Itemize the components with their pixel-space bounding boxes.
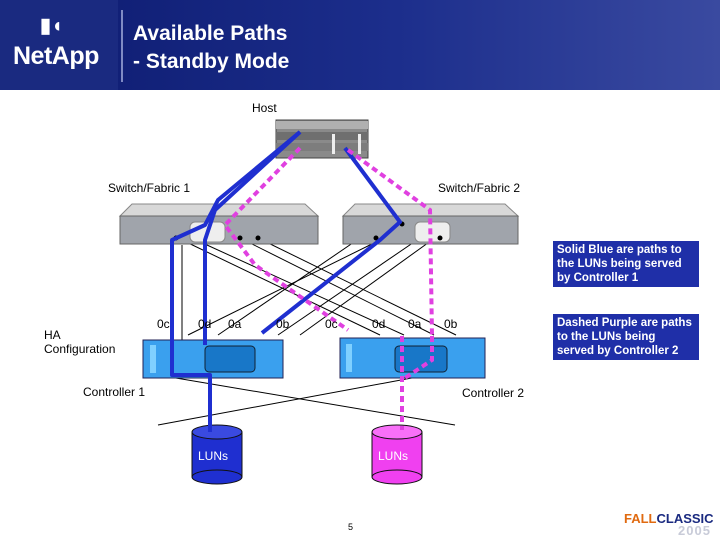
title-line-1: Available Paths (133, 22, 288, 45)
slide-title: Available Paths - Standby Mode (133, 20, 289, 76)
luns-1-label: LUNs (198, 449, 229, 463)
c1-port-0d: 0d (198, 317, 212, 331)
luns-2-label: LUNs (378, 449, 409, 463)
c1-port-0b: 0b (276, 317, 290, 331)
cable-lines (157, 237, 457, 426)
c2-port-0d: 0d (372, 317, 386, 331)
luns-controller-1 (191, 424, 243, 485)
switch-fabric-2-label: Switch/Fabric 2 (438, 181, 521, 195)
netapp-logo-text: NetApp (13, 42, 99, 70)
c2-port-0b: 0b (444, 317, 458, 331)
c2-port-0c: 0c (325, 317, 338, 331)
fallclassic-logo-classic: CLASSIC (656, 511, 714, 526)
blue-path-note: Solid Blue are paths to the LUNs being s… (553, 241, 699, 287)
host-label: Host (252, 101, 277, 115)
slide-header: ▮◖ NetApp Available Paths - Standby Mode (0, 0, 720, 90)
blue-paths (170, 130, 402, 432)
fallclassic-logo: FALLCLASSIC (624, 511, 714, 526)
c2-port-0a: 0a (408, 317, 422, 331)
title-line-2: - Standby Mode (133, 50, 290, 73)
ha-configuration-label: HA Configuration (44, 328, 116, 356)
luns-controller-2 (371, 424, 423, 485)
purple-paths (222, 146, 434, 430)
header-divider (121, 10, 123, 82)
fallclassic-logo-fall: FALL (624, 511, 657, 526)
switch-fabric-1 (118, 203, 320, 245)
controller-2-label: Controller 2 (462, 386, 525, 400)
c1-port-0c: 0c (157, 317, 170, 331)
controller-2 (339, 337, 486, 379)
fallclassic-year: 2005 (678, 523, 711, 538)
switch-fabric-1-label: Switch/Fabric 1 (108, 181, 191, 195)
controller-1-label: Controller 1 (83, 385, 146, 399)
page-number: 5 (348, 522, 354, 532)
c1-port-0a: 0a (228, 317, 242, 331)
purple-path-note: Dashed Purple are paths to the LUNs bein… (553, 314, 699, 360)
netapp-logo: ▮◖ NetApp (0, 0, 118, 90)
host-server (275, 119, 369, 159)
controller-1 (142, 339, 284, 379)
netapp-mark-icon: ▮◖ (40, 15, 64, 37)
